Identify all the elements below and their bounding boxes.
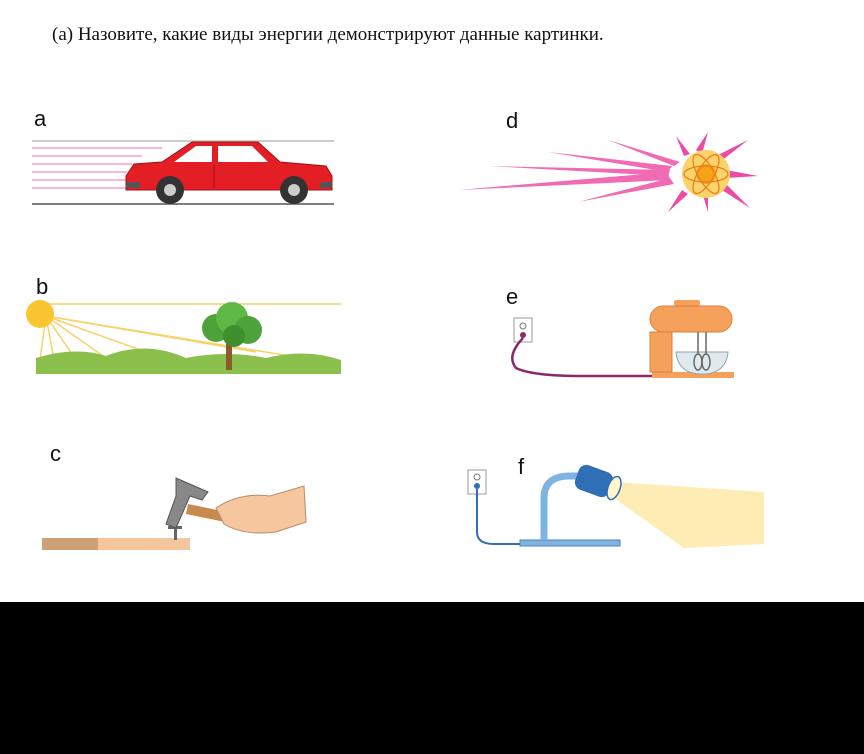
electric-mixer-icon (511, 300, 734, 378)
desk-lamp-icon (467, 464, 764, 548)
picture-label-e: e (506, 284, 519, 309)
picture-label-f: f (518, 454, 525, 479)
sun-and-tree-icon (26, 300, 341, 374)
picture-label-d: d (506, 108, 519, 133)
picture-label-a: a (34, 106, 47, 131)
question-text: (a) Назовите, какие виды энергии демонст… (52, 24, 604, 45)
picture-label-c: c (50, 441, 61, 466)
moving-car-icon (32, 140, 334, 205)
hammer-and-nail-icon (42, 477, 307, 550)
picture-label-b: b (36, 274, 49, 299)
radiating-sun-icon (458, 132, 758, 212)
worksheet: (a) Назовите, какие виды энергии демонст… (0, 0, 864, 602)
black-bottom-area (0, 602, 864, 754)
